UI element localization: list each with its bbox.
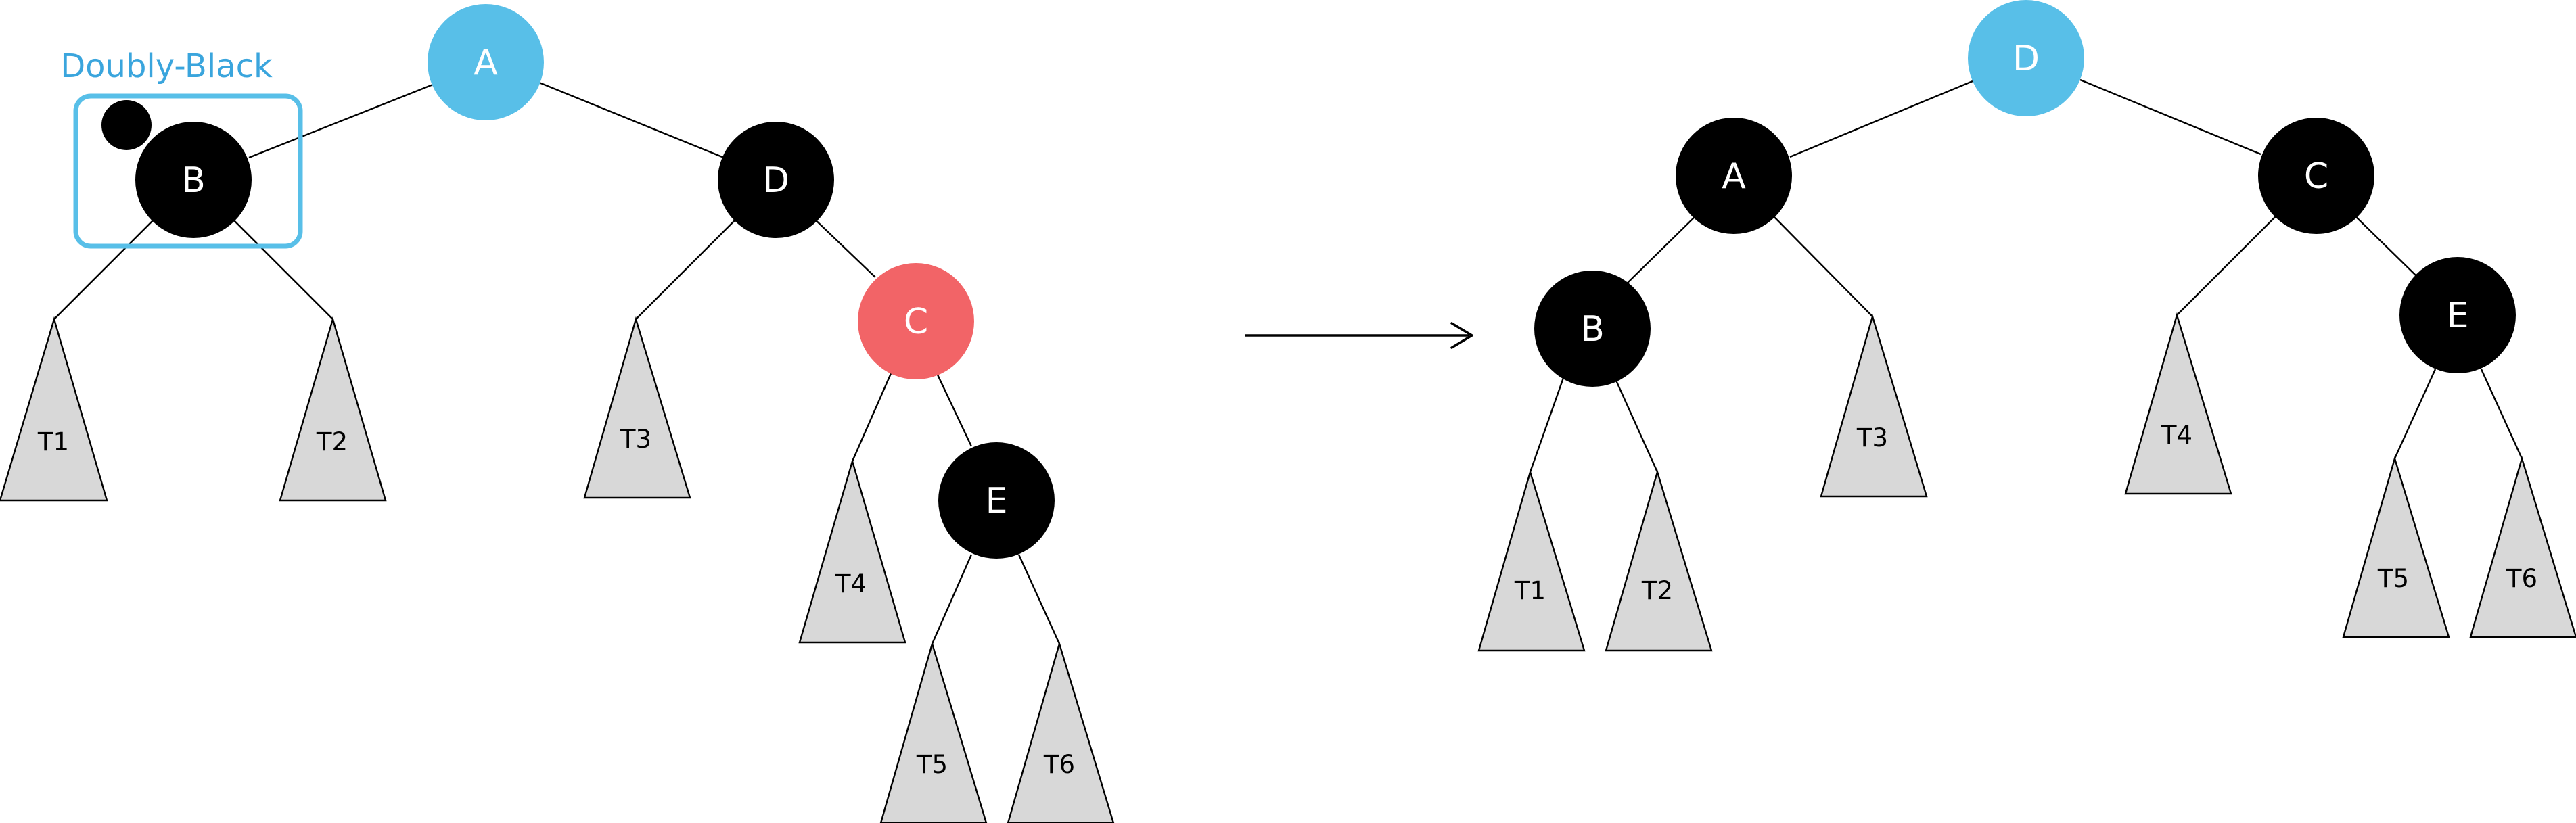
after-tree: T1 T2 T3 T4 T5 T6 D A C B E [1477, 0, 2576, 652]
after-subtree-t5 [2342, 455, 2450, 638]
before-subtree-t4-label: T4 [835, 569, 867, 598]
before-node-e-label: E [986, 481, 1008, 521]
after-node-d [1968, 0, 2084, 116]
before-node-a [428, 4, 544, 120]
edge-d-t3 [635, 216, 739, 320]
after-node-c-label: C [2304, 156, 2328, 197]
doubly-black-label: Doubly-Black [60, 47, 273, 85]
after-subtree-t1-label: T1 [1514, 576, 1546, 605]
edge-c-t4 [851, 371, 893, 462]
before-tree: T1 T2 T3 T4 T5 T6 Doubly-Black A B D C E [0, 4, 1115, 823]
before-subtree-t2-label: T2 [316, 427, 348, 456]
before-node-b [135, 122, 252, 238]
edge-c-e-after [2353, 214, 2417, 277]
after-node-a [1676, 118, 1792, 234]
edge-a-b [248, 83, 434, 159]
before-subtree-t3 [583, 316, 691, 499]
before-node-c [858, 263, 974, 379]
before-node-e [938, 442, 1055, 559]
edge-e-t6-after [2480, 369, 2523, 459]
after-node-c [2258, 118, 2374, 234]
edge-e-t6 [1017, 554, 1061, 644]
after-subtree-t4-label: T4 [2161, 421, 2192, 450]
doubly-black-highlight [73, 93, 303, 249]
edge-c-e [935, 371, 973, 447]
edge-a-d [538, 81, 724, 159]
before-node-d-label: D [762, 160, 789, 201]
after-subtree-t2 [1605, 469, 1713, 652]
after-subtree-t4 [2124, 312, 2232, 495]
edge-a-t3 [1772, 214, 1873, 317]
before-subtree-t6-label: T6 [1043, 750, 1075, 779]
before-subtree-t6 [1007, 640, 1115, 823]
before-subtree-t4 [798, 458, 906, 644]
after-subtree-t6-label: T6 [2506, 564, 2537, 593]
after-node-e [2399, 257, 2516, 373]
after-subtree-t5-label: T5 [2377, 564, 2409, 593]
before-node-d [718, 122, 834, 238]
edge-e-t5 [931, 554, 973, 644]
before-node-b-label: B [181, 160, 206, 201]
after-node-e-label: E [2447, 296, 2469, 336]
transformation-arrow [1245, 322, 1473, 349]
after-subtree-t6 [2469, 455, 2576, 638]
after-node-a-label: A [1722, 156, 1746, 197]
edge-b-t2-after [1613, 375, 1659, 473]
after-subtree-t3-label: T3 [1856, 423, 1888, 452]
before-subtree-t1-label: T1 [37, 427, 69, 456]
edge-d-c-after [2079, 78, 2261, 156]
edge-b-t1-after [1529, 375, 1565, 473]
after-node-b-label: B [1580, 309, 1605, 350]
extra-black-token [101, 100, 152, 150]
after-node-b [1534, 271, 1651, 387]
before-subtree-t3-label: T3 [620, 425, 651, 454]
after-subtree-t1 [1477, 469, 1586, 652]
edge-c-t4-after [2176, 213, 2279, 316]
before-subtree-t1 [0, 316, 108, 502]
after-node-d-label: D [2013, 39, 2040, 79]
edge-d-a [1789, 80, 1973, 158]
before-subtree-t5 [879, 640, 988, 823]
after-subtree-t2-label: T2 [1641, 576, 1673, 605]
edge-b-t2 [229, 216, 334, 320]
before-node-c-label: C [904, 302, 928, 342]
edge-a-b-after [1623, 213, 1699, 287]
edge-d-c [811, 216, 876, 278]
before-node-a-label: A [474, 43, 498, 83]
after-subtree-t3 [1820, 313, 1928, 498]
before-subtree-t2 [279, 316, 387, 502]
before-subtree-t5-label: T5 [916, 750, 948, 779]
edge-e-t5-after [2393, 369, 2437, 459]
edge-b-t1 [53, 216, 158, 320]
